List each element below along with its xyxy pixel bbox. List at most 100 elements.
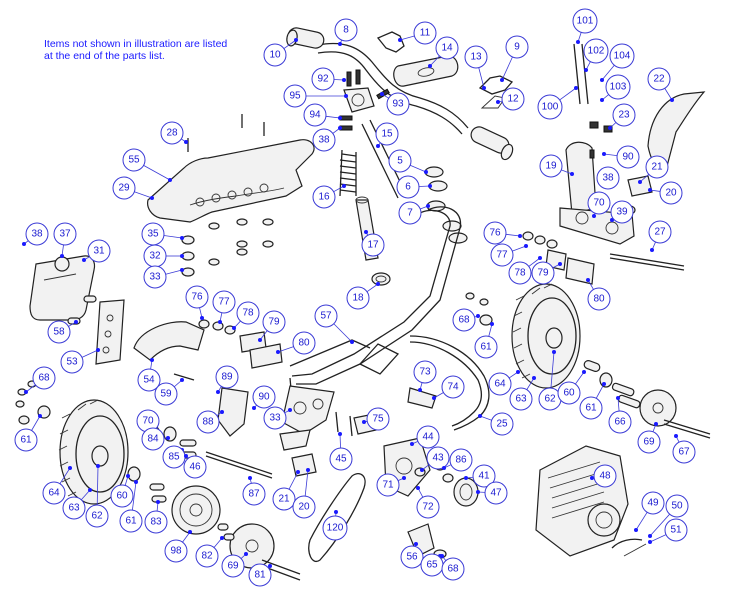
callout-number: 20: [298, 502, 310, 513]
callout-circle: [648, 220, 672, 244]
callout-number: 19: [545, 161, 557, 172]
callout-circle: [366, 407, 390, 431]
callout-target-dot: [220, 536, 224, 540]
callout-number: 90: [622, 152, 634, 163]
callout-circle: [608, 410, 632, 434]
callout-number: 76: [191, 292, 203, 303]
callout-leader-line: [325, 115, 341, 119]
part-callout-45: 45: [329, 432, 353, 471]
callout-circle: [376, 473, 400, 497]
callout-circle: [292, 495, 316, 519]
callout-target-dot: [344, 94, 348, 98]
part-callout-69: 69: [637, 422, 661, 454]
callout-leader-line: [488, 323, 493, 337]
callout-circle: [242, 482, 266, 506]
part-callout-41: 41: [464, 464, 496, 488]
callout-target-dot: [426, 204, 430, 208]
callout-target-dot: [478, 414, 482, 418]
callout-number: 61: [20, 435, 32, 446]
callout-number: 70: [142, 416, 154, 427]
callout-circle: [185, 285, 209, 309]
callout-circle: [587, 191, 611, 215]
rear-hub-hardware-part: [15, 400, 197, 503]
part-callout-80: 80: [276, 331, 316, 355]
callout-circle: [144, 510, 168, 534]
front-axle-part: [609, 253, 685, 271]
callout-target-dot: [648, 540, 652, 544]
callout-circle: [572, 8, 598, 34]
callout-target-dot: [150, 196, 154, 200]
part-callout-77: 77: [212, 290, 236, 324]
handlebar-part: [286, 27, 514, 161]
callout-circle: [609, 43, 635, 69]
callout-target-dot: [416, 486, 420, 490]
callout-leader-line: [288, 471, 299, 490]
rear-brake-caliper-part: [291, 453, 317, 477]
callout-circle: [464, 45, 488, 69]
callout-number: 29: [118, 183, 130, 194]
callout-leader-line: [528, 257, 541, 267]
callout-circle: [647, 67, 671, 91]
callout-number: 68: [447, 564, 459, 575]
callout-number: 88: [202, 417, 214, 428]
callout-circle: [388, 149, 412, 173]
engine-part: [535, 445, 629, 557]
rear-axle-part: [205, 451, 273, 479]
part-callout-64: 64: [488, 370, 520, 396]
part-callout-90: 90: [252, 385, 276, 410]
muffler-part: [393, 55, 459, 87]
callout-circle: [539, 154, 563, 178]
callout-circle: [472, 464, 496, 488]
callout-target-dot: [440, 554, 444, 558]
callout-number: 8: [343, 25, 349, 36]
callout-circle: [396, 175, 420, 199]
part-callout-64: 64: [42, 466, 72, 505]
callout-number: 31: [93, 246, 105, 257]
callout-target-dot: [82, 258, 86, 262]
callout-circle: [645, 155, 669, 179]
callout-circle: [122, 148, 146, 172]
callout-target-dot: [442, 466, 446, 470]
callout-circle: [505, 35, 529, 59]
part-callout-15: 15: [375, 122, 399, 148]
part-callout-69: 69: [221, 552, 248, 578]
callout-target-dot: [220, 410, 224, 414]
part-callout-51: 51: [648, 518, 688, 544]
callout-circle: [119, 509, 143, 533]
callout-circle: [501, 87, 525, 111]
callout-target-dot: [376, 144, 380, 148]
callout-target-dot: [252, 406, 256, 410]
callout-number: 59: [160, 389, 172, 400]
callout-circle: [398, 201, 422, 225]
callout-target-dot: [22, 242, 26, 246]
part-callout-65: 65: [420, 553, 444, 577]
part-callout-76: 76: [483, 221, 522, 245]
callout-target-dot: [364, 230, 368, 234]
callout-target-dot: [674, 434, 678, 438]
callout-target-dot: [428, 64, 432, 68]
callout-number: 62: [91, 511, 103, 522]
callout-target-dot: [184, 454, 188, 458]
callout-number: 9: [514, 42, 520, 53]
callout-leader-line: [143, 164, 171, 181]
callout-number: 82: [201, 551, 213, 562]
callout-target-dot: [74, 320, 78, 324]
part-callout-50: 50: [648, 494, 689, 538]
callout-number: 23: [618, 110, 630, 121]
callout-leader-line: [575, 371, 585, 385]
callout-target-dot: [476, 314, 480, 318]
callout-target-dot: [96, 348, 100, 352]
callout-target-dot: [126, 474, 130, 478]
part-callout-82: 82: [195, 536, 224, 568]
callout-target-dot: [602, 382, 606, 386]
callout-target-dot: [24, 390, 28, 394]
callout-circle: [483, 221, 507, 245]
callout-target-dot: [418, 388, 422, 392]
callout-target-dot: [376, 282, 380, 286]
callout-target-dot: [68, 466, 72, 470]
callout-leader-line: [601, 64, 615, 81]
part-callout-11: 11: [398, 21, 437, 45]
callout-target-dot: [524, 244, 528, 248]
callout-target-dot: [648, 534, 652, 538]
